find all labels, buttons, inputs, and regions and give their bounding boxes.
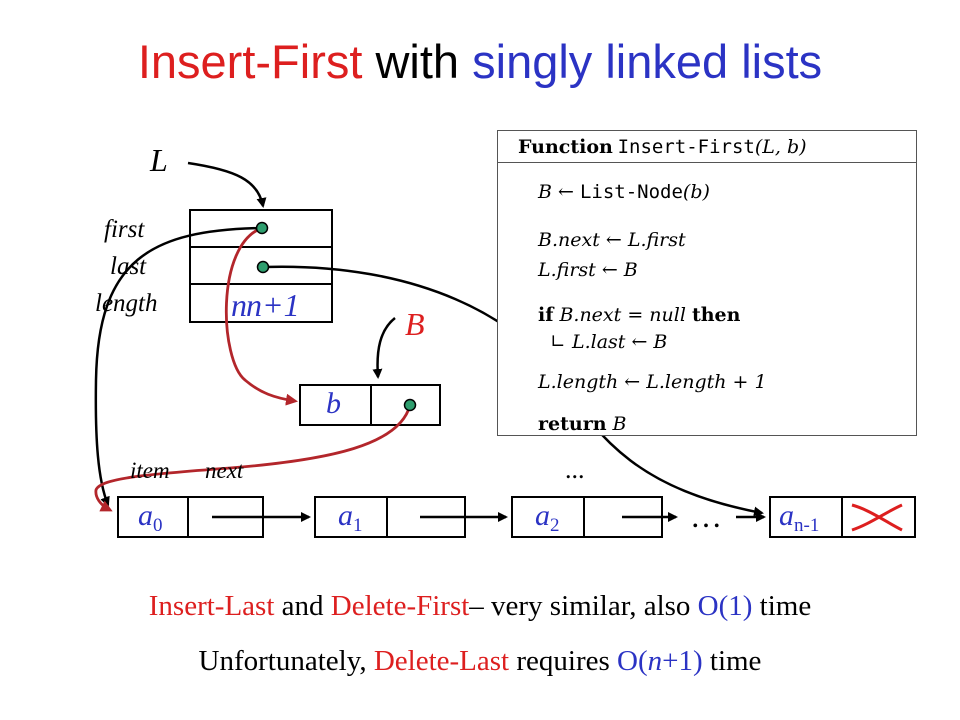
footer-line-1: Insert-Last and Delete-First– very simil… (148, 590, 812, 622)
dots-row: … (690, 498, 722, 534)
first-pointer-dot (255, 221, 269, 235)
function-args: (L, b) (754, 136, 807, 158)
node-2-item: a2 (535, 499, 560, 536)
algorithm-signature: Function Insert-First(L, b) (518, 136, 807, 159)
new-node-item: b (326, 387, 341, 420)
arrow-L-to-list (187, 161, 267, 208)
length-new-value: n+1 (246, 287, 300, 323)
slide-title: Insert-First with singly linked lists (0, 34, 960, 89)
code-line-5: ∟ L.last ← B (550, 331, 668, 353)
b-next-pointer-dot (403, 398, 417, 412)
node-last-item: an-1 (779, 499, 820, 536)
arrow-old-first-to-a0 (94, 226, 263, 507)
label-length: length (95, 290, 158, 317)
label-item: item (130, 458, 170, 483)
length-old-value: n (231, 287, 247, 323)
code-line-2: B.next ← L.first (538, 229, 686, 251)
arrow-new-first-to-b (224, 226, 298, 406)
title-insert-first: Insert-First (137, 35, 363, 88)
null-cross-b (851, 503, 903, 532)
arrow-B-to-node (372, 317, 396, 379)
code-line-3: L.first ← B (538, 259, 638, 281)
last-pointer-dot (256, 260, 270, 274)
footer-line-2: Unfortunately, Delete-Last requires O(n+… (198, 645, 762, 677)
title-singly-linked: singly linked lists (472, 35, 823, 88)
label-first: first (104, 216, 145, 243)
code-line-7: return B (538, 413, 627, 435)
algorithm-box: Function Insert-First(L, b) B ← List-Nod… (497, 130, 917, 436)
code-line-6: L.length ← L.length + 1 (538, 371, 767, 393)
title-with: with (375, 35, 460, 88)
dots-top: ... (565, 455, 585, 484)
label-last: last (110, 253, 147, 280)
code-line-1: B ← List-Node(b) (538, 181, 710, 203)
label-L: L (150, 142, 168, 178)
label-B: B (405, 306, 425, 342)
code-line-4: if B.next = null then (538, 304, 741, 326)
keyword-function: Function (518, 136, 613, 158)
arrow-b-next-to-a0 (94, 404, 412, 512)
node-1-item: a1 (338, 499, 363, 536)
label-next: next (205, 458, 244, 483)
node-0-item: a0 (138, 499, 163, 536)
function-name: Insert-First (617, 136, 755, 158)
algorithm-header: Function Insert-First(L, b) (498, 131, 916, 163)
